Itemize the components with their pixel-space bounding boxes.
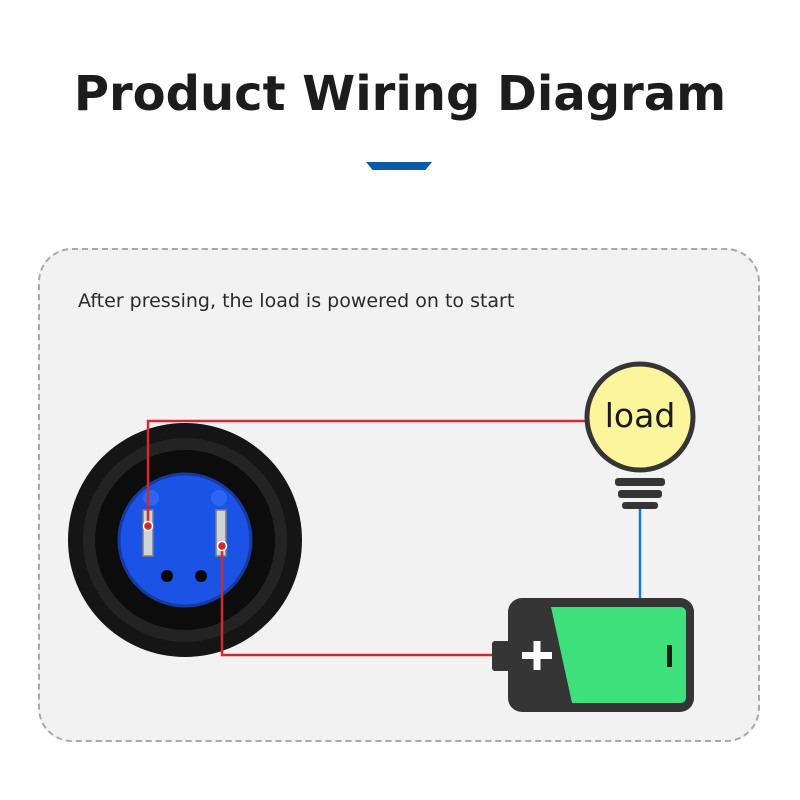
red-wire	[142, 419, 640, 657]
switch-hole-left	[161, 570, 173, 582]
load-label: load	[604, 396, 676, 435]
wire-joint-left	[142, 520, 154, 532]
push-button-switch	[68, 423, 302, 657]
switch-hole-right	[195, 570, 207, 582]
battery-negative-symbol	[667, 645, 672, 667]
title-accent-bar	[366, 162, 432, 170]
page-title: Product Wiring Diagram	[73, 66, 727, 122]
wire-joint-right	[216, 540, 228, 552]
battery-icon	[492, 598, 694, 712]
diagram-caption: After pressing, the load is powered on t…	[78, 290, 515, 312]
light-bulb-icon	[584, 361, 696, 509]
